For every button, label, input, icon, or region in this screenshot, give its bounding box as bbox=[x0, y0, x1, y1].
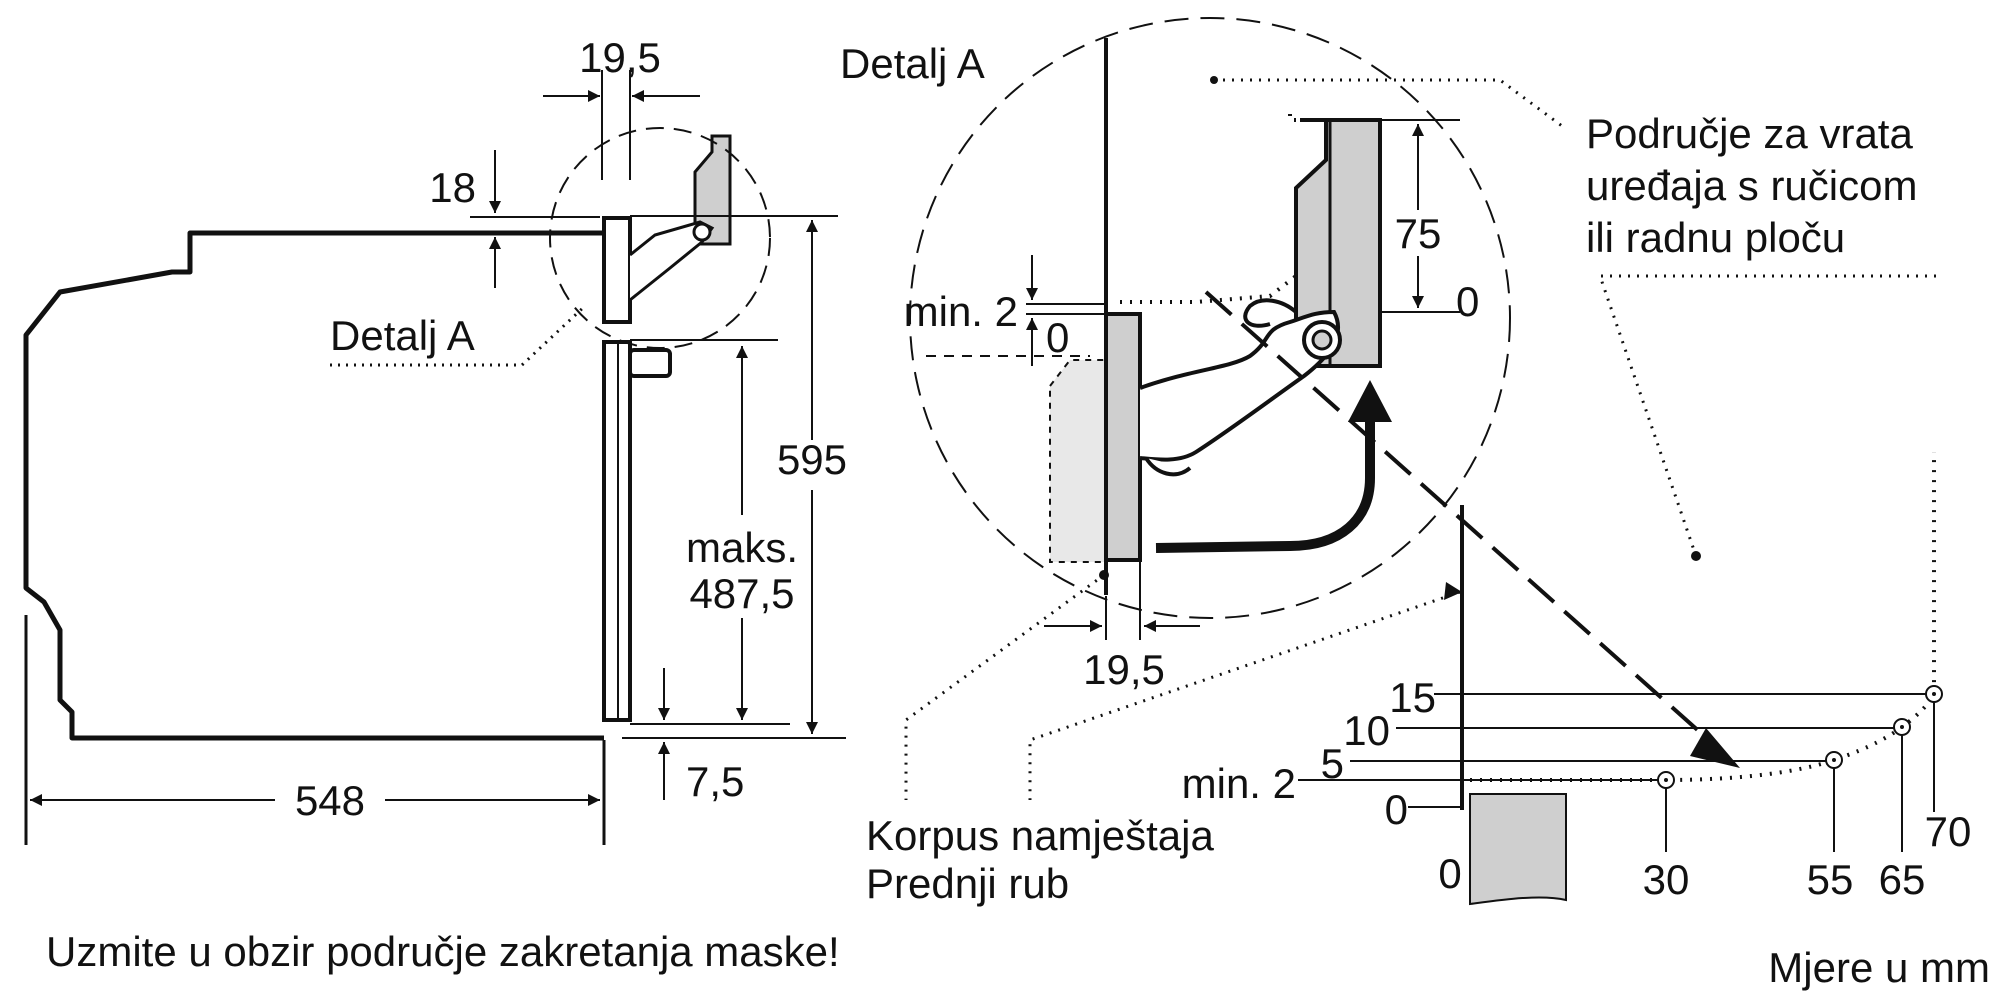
oven-front-panel bbox=[602, 216, 632, 324]
y-tick-15: 15 bbox=[1389, 674, 1436, 721]
units-text: Mjere u mm bbox=[1768, 944, 1990, 991]
front-panel bbox=[1104, 312, 1142, 562]
detail-title: Detalj A bbox=[840, 40, 985, 87]
cabinet-note-line-2: Prednji rub bbox=[866, 860, 1069, 907]
area-note: Područje za vrata uređaja s ručicom ili … bbox=[1210, 76, 1936, 561]
x-tick-30: 30 bbox=[1643, 856, 1690, 903]
y-tick-0: 0 bbox=[1385, 786, 1408, 833]
dim-height-595: 595 bbox=[777, 436, 847, 483]
cabinet-note-line-1: Korpus namještaja bbox=[866, 812, 1214, 859]
dim-max-value: 487,5 bbox=[689, 570, 794, 617]
dim-top-18: 18 bbox=[429, 164, 476, 211]
swing-curve bbox=[1470, 452, 1936, 782]
cabinet-note: Korpus namještaja Prednji rub bbox=[866, 570, 1462, 907]
y-tick-min-2: min. 2 bbox=[1182, 760, 1296, 807]
dim-75: 75 bbox=[1395, 210, 1442, 257]
x-tick-0: 0 bbox=[1438, 850, 1461, 897]
detail-circle-large bbox=[909, 17, 1511, 619]
dim-zero-left: 0 bbox=[1046, 314, 1069, 361]
x-tick-65: 65 bbox=[1879, 856, 1926, 903]
dim-width-bottom: 19,5 bbox=[1083, 646, 1165, 693]
area-note-line-1: Područje za vrata bbox=[1586, 110, 1913, 157]
x-tick-55: 55 bbox=[1807, 856, 1854, 903]
area-note-line-3: ili radnu ploču bbox=[1586, 214, 1845, 261]
door-handle bbox=[628, 348, 672, 378]
graph-cabinet-block bbox=[1469, 793, 1567, 906]
oven-body-outline bbox=[23, 230, 604, 741]
movement-arrow bbox=[1155, 420, 1375, 553]
detail-a-view: Detalj A 75 0 bbox=[840, 17, 1740, 768]
area-note-line-2: uređaja s ručicom bbox=[1586, 162, 1917, 209]
detail-circle-small bbox=[549, 127, 771, 349]
dim-width-top: 19,5 bbox=[579, 34, 661, 81]
y-tick-5: 5 bbox=[1321, 740, 1344, 787]
dim-zero-right: 0 bbox=[1456, 278, 1479, 325]
dim-bottom-7-5: 7,5 bbox=[686, 758, 744, 805]
y-tick-10: 10 bbox=[1343, 707, 1390, 754]
x-tick-70: 70 bbox=[1925, 808, 1972, 855]
oven-side-view: 19,5 18 Detalj A 595 maks. 487,5 7,5 548 bbox=[23, 34, 847, 845]
detail-label-small: Detalj A bbox=[330, 312, 475, 359]
swing-graph: 15 10 5 min. 2 0 0 30 55 65 70 bbox=[1182, 452, 1972, 906]
dim-depth-548: 548 bbox=[295, 777, 365, 824]
dim-max-label: maks. bbox=[686, 524, 798, 571]
dim-min-2: min. 2 bbox=[904, 288, 1018, 335]
warning-text: Uzmite u obzir područje zakretanja maske… bbox=[46, 928, 840, 975]
